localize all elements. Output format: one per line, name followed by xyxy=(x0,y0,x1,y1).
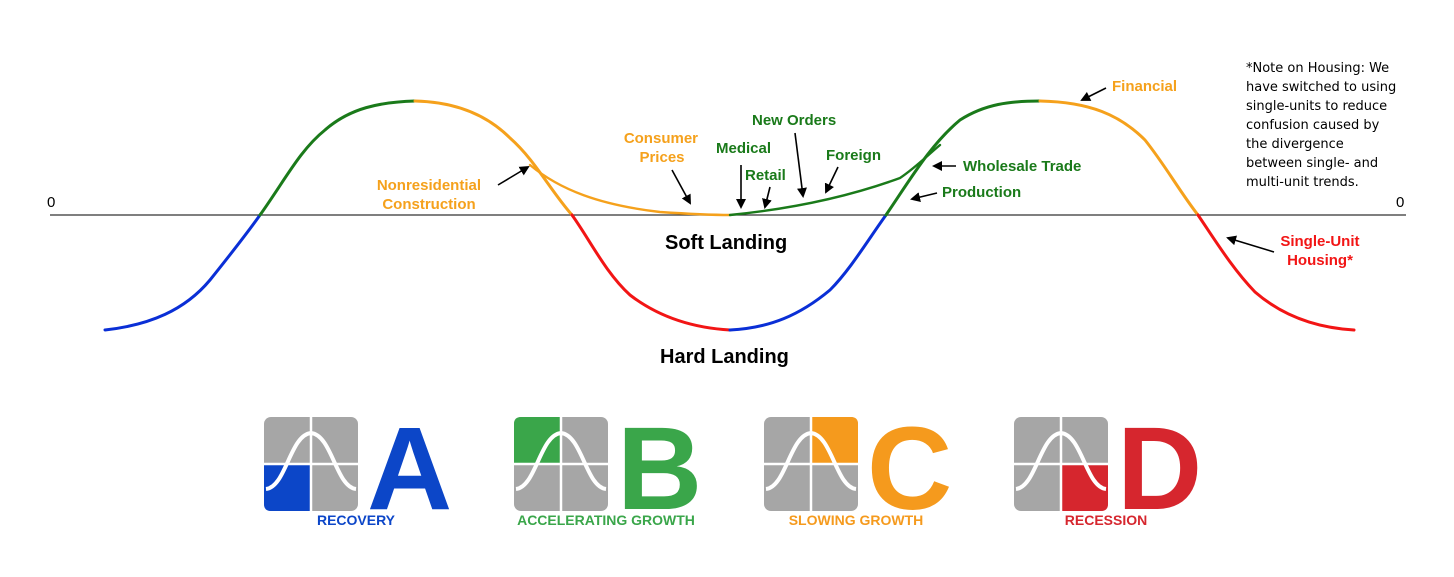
label-consumer-prices: Consumer Prices xyxy=(624,130,702,166)
housing-note-line-4: confusion caused by xyxy=(1246,118,1380,133)
housing-note: *Note on Housing: We have switched to us… xyxy=(1246,61,1400,190)
phase-d: D RECESSION xyxy=(1014,403,1202,535)
label-soft-landing: Soft Landing xyxy=(665,232,787,254)
label-single-unit-line-1: Single-Unit xyxy=(1280,233,1359,250)
phase-b-letter: B xyxy=(617,403,702,535)
phase-b-label: ACCELERATING GROWTH xyxy=(517,512,695,528)
arrow-nonresidential xyxy=(497,165,530,186)
housing-note-line-1: *Note on Housing: We xyxy=(1246,61,1389,76)
curve-recovery-segment-1 xyxy=(103,213,262,332)
arrow-consumer-prices xyxy=(671,169,691,205)
curve-slowing-segment-2 xyxy=(1038,99,1200,217)
curve-recession-segment-2 xyxy=(1196,213,1356,332)
soft-landing-orange-curve xyxy=(528,163,732,217)
phase-a: A RECOVERY xyxy=(264,403,452,535)
phase-legend: A RECOVERY B ACCELERATING GROWTH xyxy=(264,403,1202,535)
phase-a-label: RECOVERY xyxy=(317,512,396,528)
phase-c-letter: C xyxy=(867,403,952,535)
label-new-orders: New Orders xyxy=(752,112,836,129)
zero-label-left: 0 xyxy=(47,194,55,211)
arrow-retail xyxy=(762,186,772,209)
phase-d-icon xyxy=(1014,417,1108,511)
housing-note-line-3: single-units to reduce xyxy=(1246,99,1387,114)
curve-accelerating-segment-1 xyxy=(258,99,417,217)
phase-b: B ACCELERATING GROWTH xyxy=(514,403,702,535)
housing-note-line-6: between single- and xyxy=(1246,156,1378,171)
phase-c-label: SLOWING GROWTH xyxy=(789,512,924,528)
label-consumer-prices-line-1: Consumer xyxy=(624,130,698,147)
phase-a-letter: A xyxy=(367,403,452,535)
label-financial: Financial xyxy=(1112,78,1177,95)
phase-c: C SLOWING GROWTH xyxy=(764,403,952,535)
phase-d-letter: D xyxy=(1117,403,1202,535)
zero-label-right: 0 xyxy=(1396,194,1404,211)
label-production: Production xyxy=(942,184,1021,201)
label-medical: Medical xyxy=(716,140,771,157)
label-consumer-prices-line-2: Prices xyxy=(639,149,684,166)
label-single-unit-housing: Single-Unit Housing* xyxy=(1280,233,1363,269)
phase-c-icon xyxy=(764,417,858,511)
label-hard-landing: Hard Landing xyxy=(660,346,789,368)
label-single-unit-line-2: Housing* xyxy=(1287,252,1353,269)
soft-landing-green-curve xyxy=(728,143,942,217)
label-nonresidential-construction: Nonresidential Construction xyxy=(377,177,485,213)
label-nonresidential-line-2: Construction xyxy=(382,196,475,213)
housing-note-line-5: the divergence xyxy=(1246,137,1344,152)
curve-slowing-segment-1 xyxy=(413,99,574,217)
arrow-financial xyxy=(1080,87,1107,101)
arrow-single-unit xyxy=(1226,235,1275,253)
phase-a-icon xyxy=(264,417,358,511)
arrow-production xyxy=(910,192,938,202)
label-nonresidential-line-1: Nonresidential xyxy=(377,177,481,194)
arrow-foreign xyxy=(824,166,839,194)
housing-note-line-2: have switched to using xyxy=(1246,80,1396,95)
curve-recession-segment-1 xyxy=(570,213,732,332)
label-foreign: Foreign xyxy=(826,147,881,164)
label-retail: Retail xyxy=(745,167,786,184)
housing-note-line-7: multi-unit trends. xyxy=(1246,175,1359,190)
phase-d-label: RECESSION xyxy=(1065,512,1147,528)
curve-accelerating-segment-2 xyxy=(884,99,1042,217)
arrow-new-orders xyxy=(794,132,807,198)
phase-b-icon xyxy=(514,417,608,511)
curve-recovery-segment-2 xyxy=(728,213,888,332)
label-wholesale-trade: Wholesale Trade xyxy=(963,158,1081,175)
